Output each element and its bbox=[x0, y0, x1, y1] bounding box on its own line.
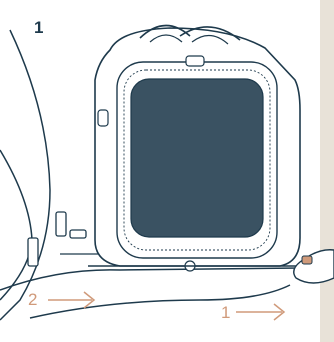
mesh-window bbox=[131, 79, 263, 237]
arrow-label-1: 1 bbox=[221, 303, 230, 323]
arrow-label-2: 2 bbox=[28, 290, 37, 310]
step-number: 1 bbox=[34, 18, 43, 38]
backpack-carrier bbox=[88, 25, 300, 271]
